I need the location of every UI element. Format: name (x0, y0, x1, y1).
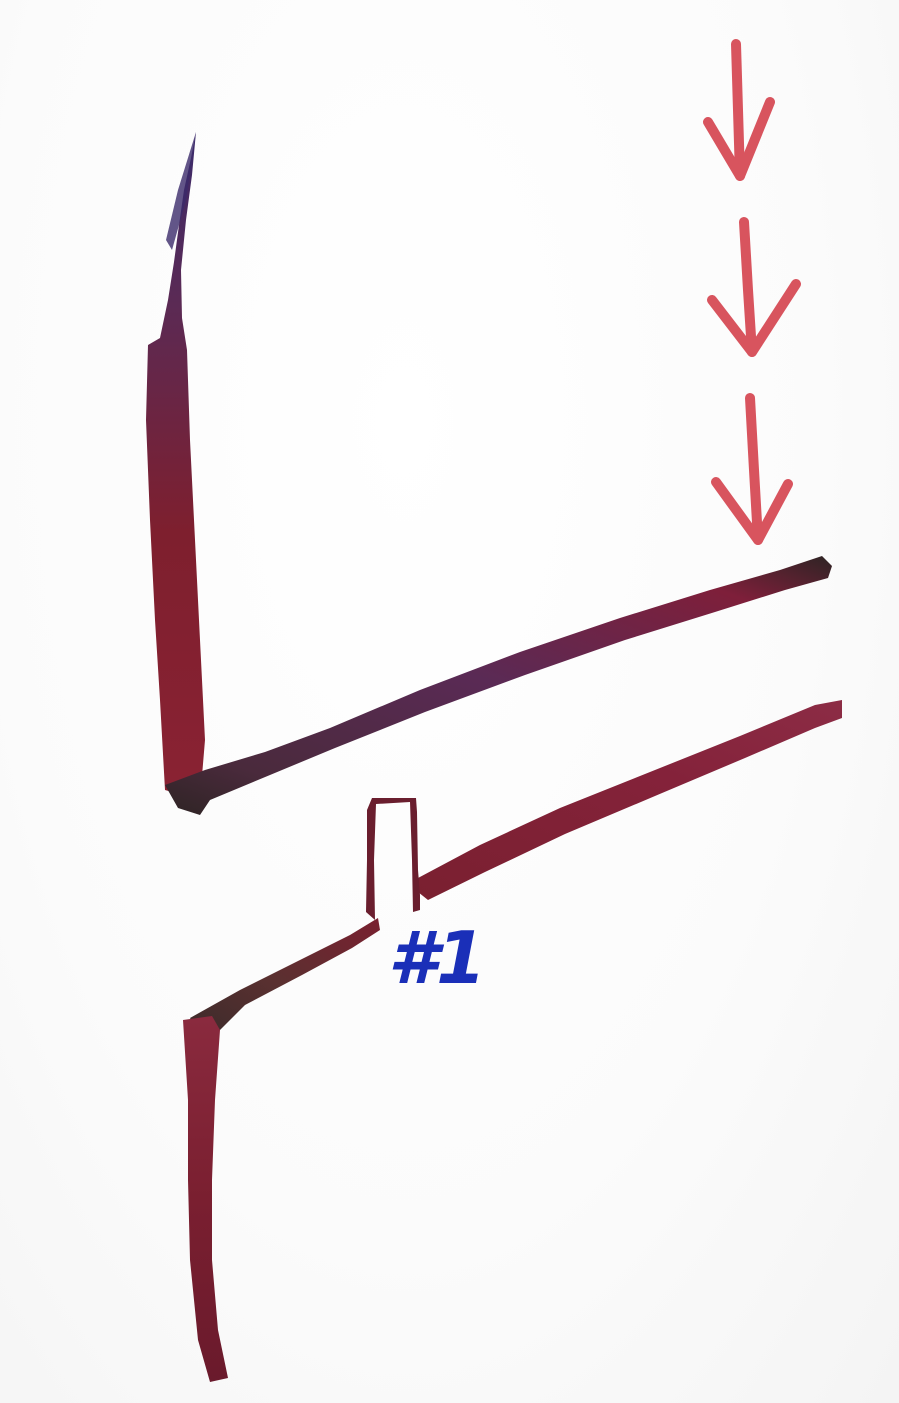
upper-left-wall-tip (166, 132, 196, 250)
arrow-1 (703, 39, 775, 181)
label-number-1: #1 (388, 916, 486, 1000)
lower-left-wall (183, 1016, 228, 1382)
lower-sloped-ceiling (418, 700, 842, 900)
arrow-3 (711, 393, 793, 545)
upper-left-wall (146, 132, 205, 800)
arrow-2 (707, 217, 801, 357)
upper-sloped-floor (165, 556, 832, 815)
lower-left-diagonal (190, 918, 380, 1034)
notch-bump (366, 798, 420, 920)
